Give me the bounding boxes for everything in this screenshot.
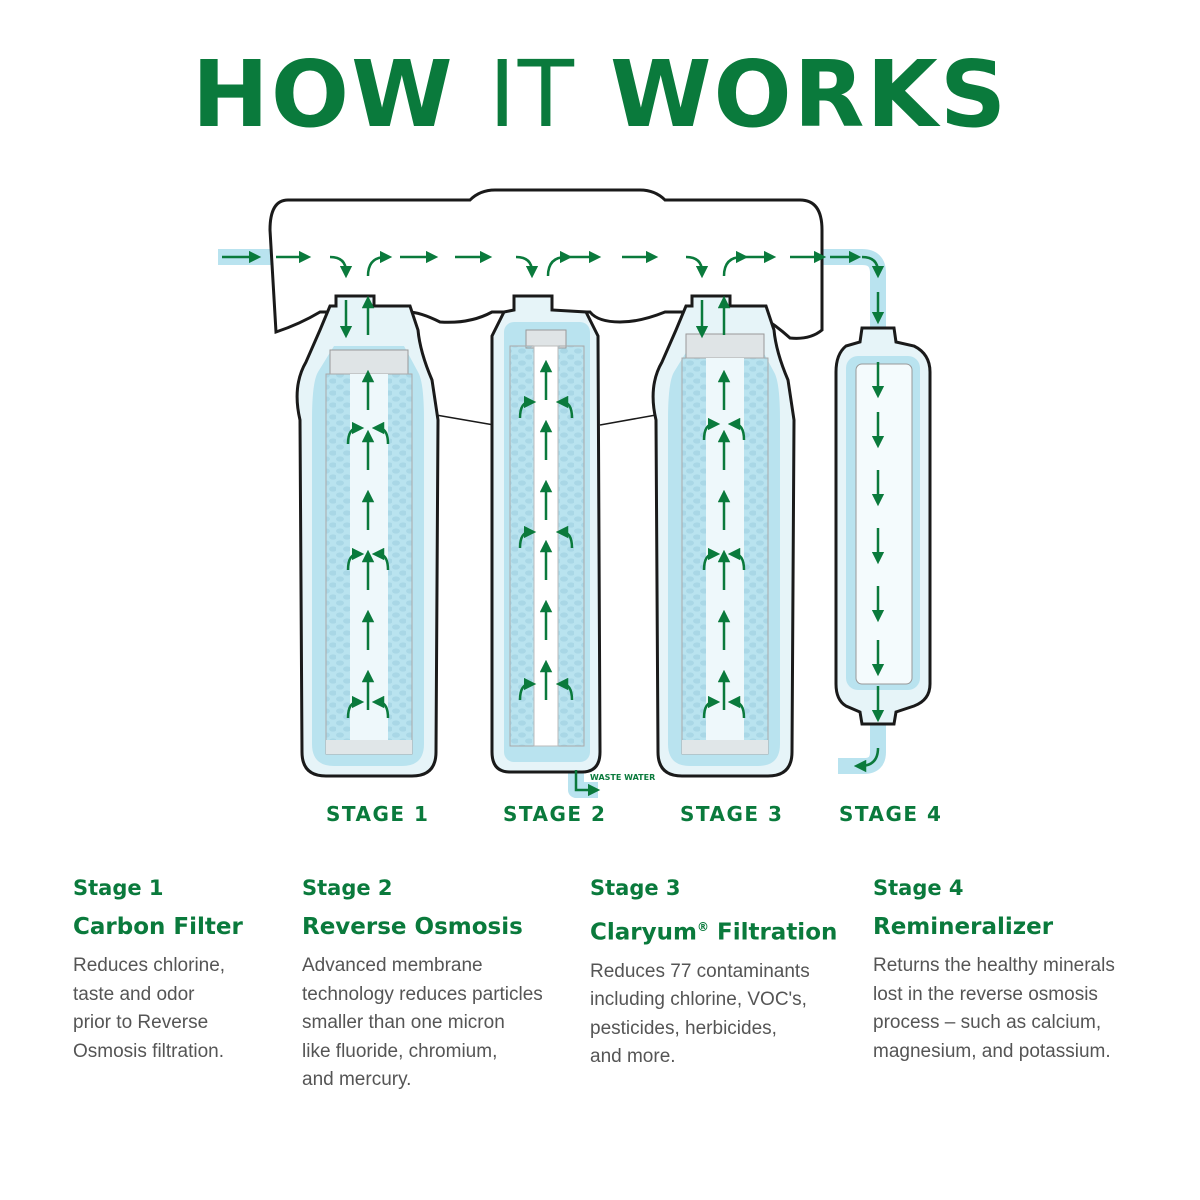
- stage-1-description: Stage 1 Carbon Filter Reduces chlorine,t…: [73, 872, 273, 1066]
- waste-water-label: WASTE WATER: [590, 773, 656, 782]
- stage-3-name: Claryum® Filtration: [590, 919, 838, 946]
- stage-1-label: STAGE 1: [326, 802, 430, 826]
- stage-3-heading: Stage 3: [590, 876, 681, 900]
- title-how: HOW: [191, 41, 489, 148]
- title-works: WORKS: [575, 41, 1009, 148]
- stage-4-name: Remineralizer: [873, 914, 1054, 940]
- stage-4-heading: Stage 4: [873, 876, 964, 900]
- stage-2-heading: Stage 2: [302, 876, 393, 900]
- flow-arrows: [222, 250, 885, 797]
- stage-4-description: Stage 4 Remineralizer Returns the health…: [873, 872, 1173, 1066]
- stage-4-housing: [834, 326, 932, 726]
- stage-1-heading: Stage 1: [73, 876, 164, 900]
- stage-3-label: STAGE 3: [680, 802, 784, 826]
- stage-2-name: Reverse Osmosis: [302, 914, 523, 940]
- stage-4-label: STAGE 4: [839, 802, 943, 826]
- stage-2-label: STAGE 2: [503, 802, 607, 826]
- page-title: HOW IT WORKS: [0, 40, 1200, 150]
- stage-3-description: Stage 3 Claryum® Filtration Reduces 77 c…: [590, 872, 850, 1072]
- stage-1-name: Carbon Filter: [73, 914, 243, 940]
- manifold-head: [268, 188, 824, 340]
- title-it: IT: [488, 41, 576, 148]
- stage-2-description: Stage 2 Reverse Osmosis Advanced membran…: [302, 872, 572, 1095]
